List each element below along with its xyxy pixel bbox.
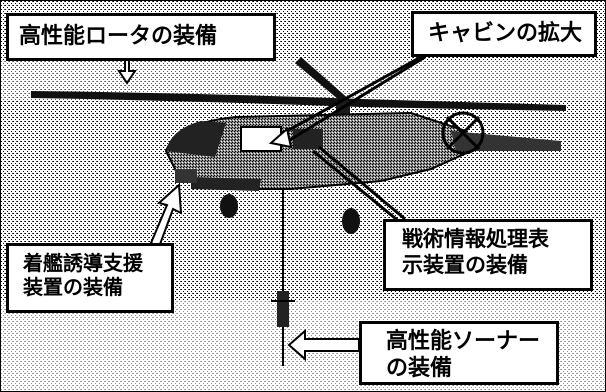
- tail-rotor-blade-2: [445, 115, 481, 151]
- callout-guidance-line-2: 装置の装備: [23, 275, 123, 300]
- tactical-leader: [312, 149, 402, 225]
- callout-tactical-display: 戦術情報処理表 示装置の装備: [383, 219, 593, 291]
- side-window: [293, 129, 323, 149]
- guidance-arrow: [149, 182, 183, 249]
- callout-sonar-line-2: の装備: [386, 355, 453, 381]
- callout-cabin: キャビンの拡大: [411, 11, 597, 57]
- callout-guidance-line-1: 着艦誘導支援: [23, 251, 143, 275]
- cabin-leader-2: [284, 55, 426, 145]
- tail-rotor: [441, 111, 485, 155]
- callout-sonar-line-1: 高性能ソーナー: [386, 329, 541, 354]
- callout-tactical-line-1: 戦術情報処理表: [402, 227, 549, 251]
- callout-rotor: 高性能ロータの装備: [6, 13, 276, 61]
- callout-cabin-line-1: キャビンの拡大: [428, 21, 583, 46]
- tactical-leader-2: [318, 145, 406, 221]
- callout-sonar: 高性能ソーナー の装備: [359, 321, 559, 385]
- weapon-pod: [191, 177, 261, 191]
- main-rotor-blade: [31, 91, 566, 111]
- cabin-leader: [286, 55, 422, 133]
- sonar-arrow: [287, 328, 360, 362]
- left-wheel: [220, 194, 238, 218]
- callout-landing-guidance: 着艦誘導支援 装置の装備: [6, 243, 174, 313]
- callout-tactical-line-2: 示装置の装備: [402, 252, 528, 277]
- callout-rotor-line-1: 高性能ロータの装備: [19, 24, 218, 49]
- cabin-arrowhead: [268, 127, 293, 149]
- main-rotor-blade-aft: [295, 57, 351, 105]
- sonar-dome: [277, 291, 289, 327]
- right-wheel: [342, 208, 360, 234]
- nose-sensor: [175, 169, 197, 183]
- cockpit: [166, 121, 226, 157]
